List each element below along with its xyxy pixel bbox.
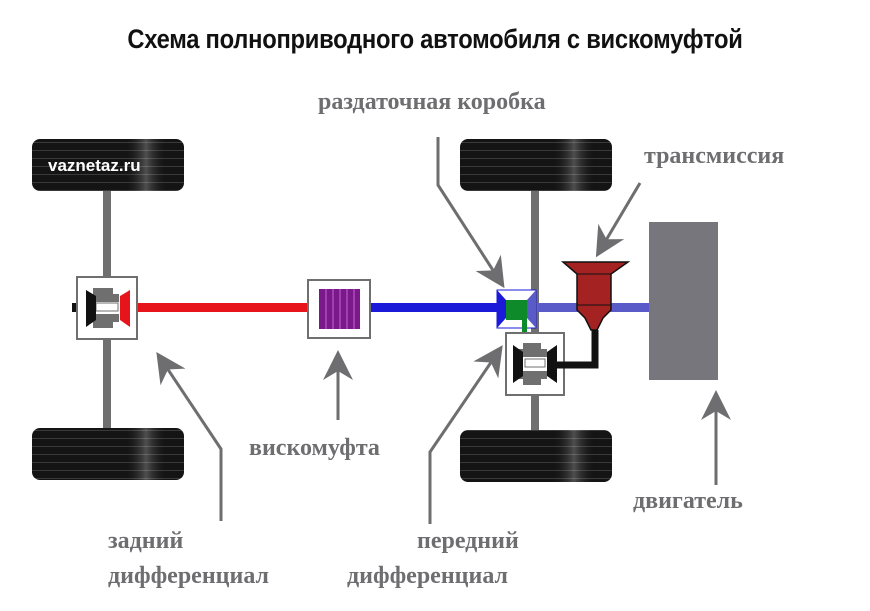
rear-differential bbox=[76, 276, 138, 340]
arrow-transfer-case bbox=[436, 137, 505, 289]
diagram-title: Схема полноприводного автомобиля с виско… bbox=[127, 24, 743, 54]
front-differential bbox=[505, 332, 565, 396]
label-front-differential-line2: дифференциал bbox=[347, 563, 508, 589]
engine bbox=[649, 222, 718, 380]
tire-rear-left bbox=[32, 139, 184, 191]
arrow-rear-differential bbox=[156, 352, 223, 521]
label-front-differential-line1: передний bbox=[417, 528, 519, 554]
arrow-front-differential bbox=[428, 345, 503, 524]
rear-driveshaft bbox=[122, 303, 320, 312]
watermark: vaznetaz.ru bbox=[48, 156, 141, 175]
tire-front-right bbox=[460, 430, 612, 482]
label-rear-differential-line1: задний bbox=[108, 528, 183, 554]
label-viscous-coupling: вискомуфта bbox=[249, 435, 380, 461]
transmission-link bbox=[555, 330, 599, 369]
viscous-coupling bbox=[307, 279, 371, 339]
front-driveshaft bbox=[370, 303, 500, 312]
tire-front-left bbox=[460, 139, 612, 191]
transmission bbox=[560, 261, 631, 331]
label-engine: двигатель bbox=[633, 488, 743, 514]
label-transmission: трансмиссия bbox=[644, 143, 784, 169]
tire-rear-right bbox=[32, 428, 184, 480]
arrow-transmission bbox=[595, 182, 642, 258]
transfer-case bbox=[496, 289, 537, 336]
label-transfer-case: раздаточная коробка bbox=[318, 89, 546, 115]
label-rear-differential-line2: дифференциал bbox=[108, 563, 269, 589]
